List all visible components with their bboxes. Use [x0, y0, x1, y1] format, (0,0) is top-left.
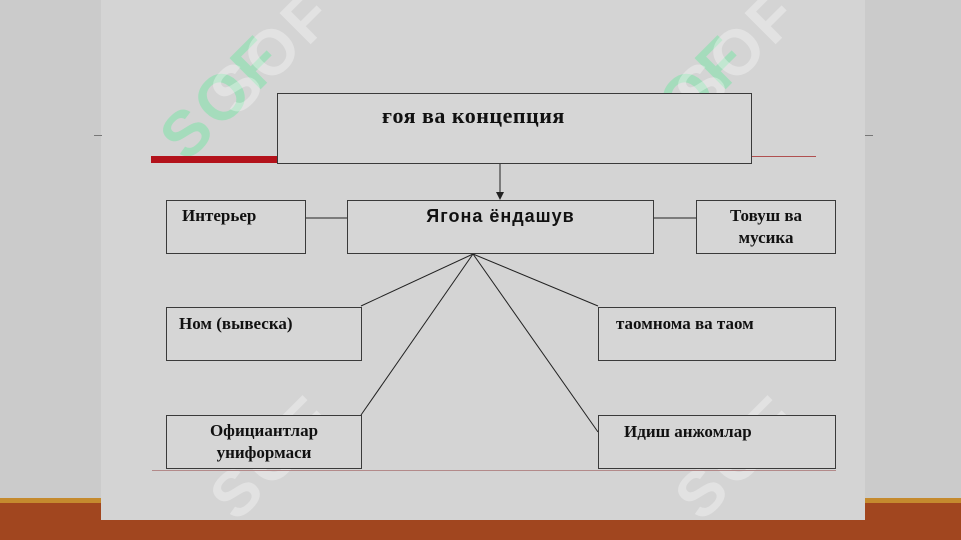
interior-box: Интерьер: [166, 200, 306, 254]
connector-dishes: [472, 253, 599, 433]
connector-menu: [472, 253, 599, 307]
left-dash: [94, 135, 102, 136]
waiters-box: Официантлар униформаси: [166, 415, 362, 469]
name-box-label: Ном (вывеска): [179, 314, 293, 333]
menu-box-label: таомнома ва таом: [616, 314, 754, 333]
menu-box: таомнома ва таом: [598, 307, 836, 361]
title-box-label: ғоя ва концепция: [382, 103, 565, 128]
title-accent-line: [752, 156, 816, 157]
sound-box: Товуш ва мусика: [696, 200, 836, 254]
waiters-box-label: Официантлар униформаси: [209, 421, 319, 462]
center-box: Ягона ёндашув: [347, 200, 654, 254]
sound-box-label: Товуш ва мусика: [729, 206, 803, 247]
dishes-box-label: Идиш анжомлар: [624, 422, 752, 441]
dishes-box: Идиш анжомлар: [598, 415, 836, 469]
connector-waiters: [360, 253, 474, 416]
right-dash: [865, 135, 873, 136]
title-accent-bar: [151, 156, 281, 163]
connector-name: [360, 253, 474, 307]
name-box: Ном (вывеска): [166, 307, 362, 361]
title-box: ғоя ва концепция: [277, 93, 752, 164]
bottom-divider: [152, 470, 836, 471]
center-box-label: Ягона ёндашув: [426, 206, 575, 226]
interior-box-label: Интерьер: [182, 206, 257, 225]
